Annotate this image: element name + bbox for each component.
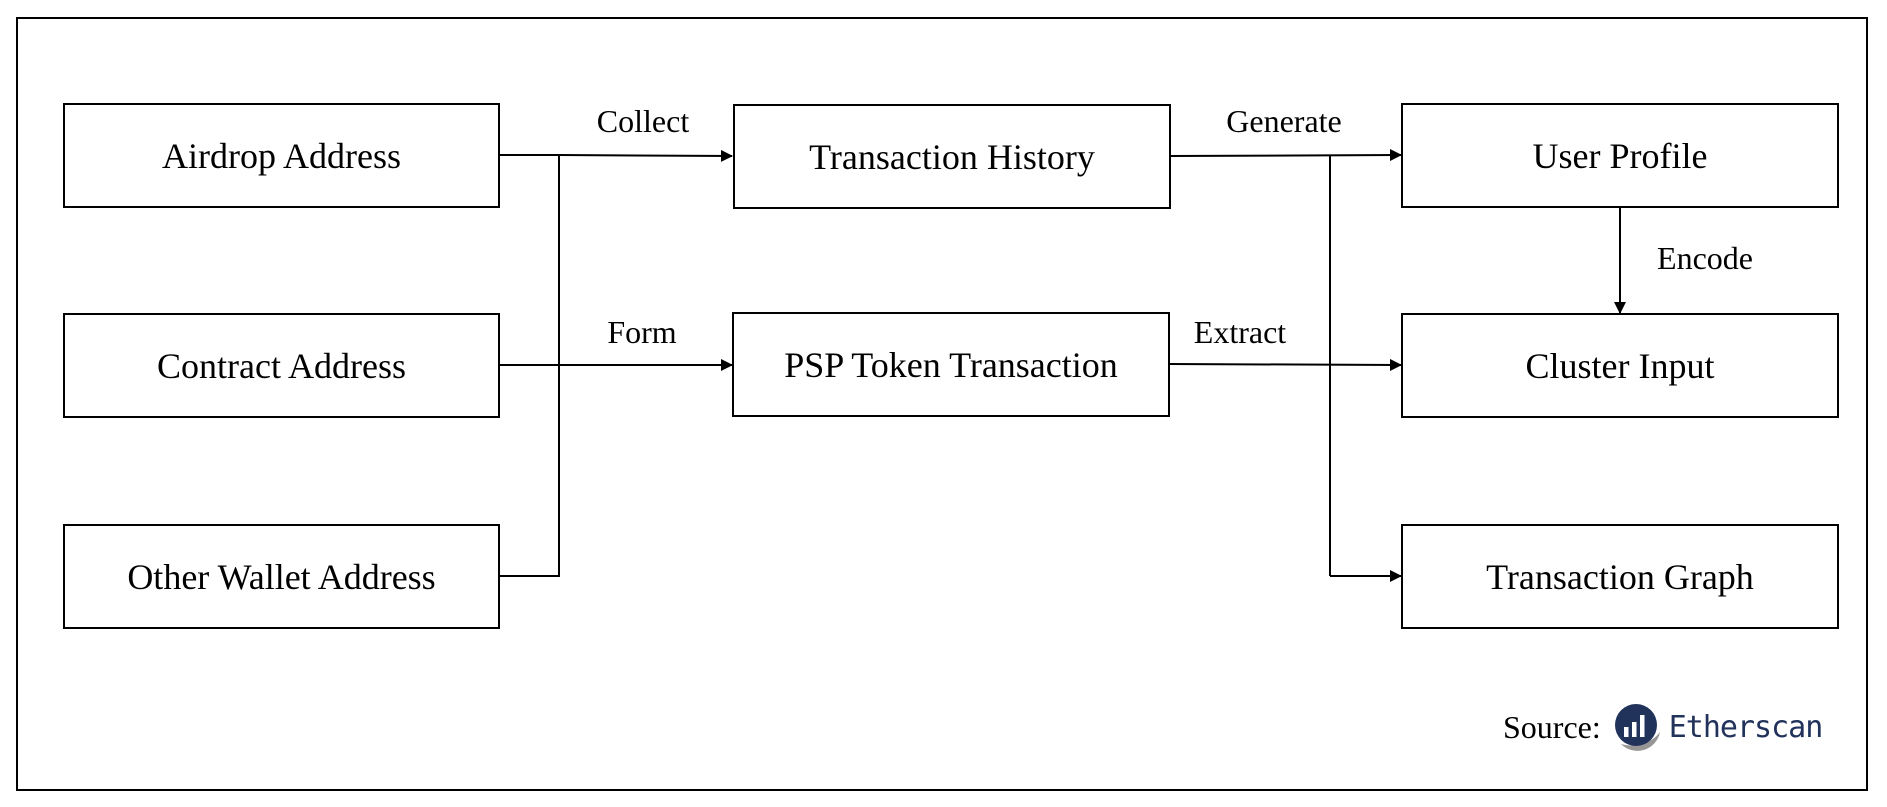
node-psp-token-transaction: PSP Token Transaction [732, 312, 1170, 417]
generate-arrow [1169, 149, 1402, 162]
edge-label-generate: Generate [1226, 103, 1342, 139]
diagram-frame [16, 17, 1868, 791]
node-contract-address: Contract Address [63, 313, 500, 418]
node-cluster-input: Cluster Input [1401, 313, 1839, 418]
node-transaction-graph: Transaction Graph [1401, 524, 1839, 629]
edge-label-collect: Collect [596, 103, 690, 139]
source-label: Source: [1503, 708, 1601, 745]
node-airdrop-address: Airdrop Address [63, 103, 500, 208]
etherscan-logo-icon [1614, 704, 1660, 751]
source-attribution: Source: Etherscan [1503, 702, 1823, 752]
node-user-profile: User Profile [1401, 103, 1839, 208]
extract-arrow [1168, 358, 1402, 371]
edge-label-extract: Extract [1193, 314, 1287, 350]
collect-arrow [558, 149, 733, 162]
other-wallet-to-bus [499, 365, 560, 577]
etherscan-brand: Etherscan [1613, 702, 1823, 752]
node-other-wallet-address: Other Wallet Address [63, 524, 500, 629]
edge-label-encode: Encode [1657, 240, 1753, 276]
node-transaction-history: Transaction History [733, 104, 1171, 209]
edge-label-form: Form [607, 314, 677, 350]
etherscan-wordmark: Etherscan [1668, 709, 1824, 745]
